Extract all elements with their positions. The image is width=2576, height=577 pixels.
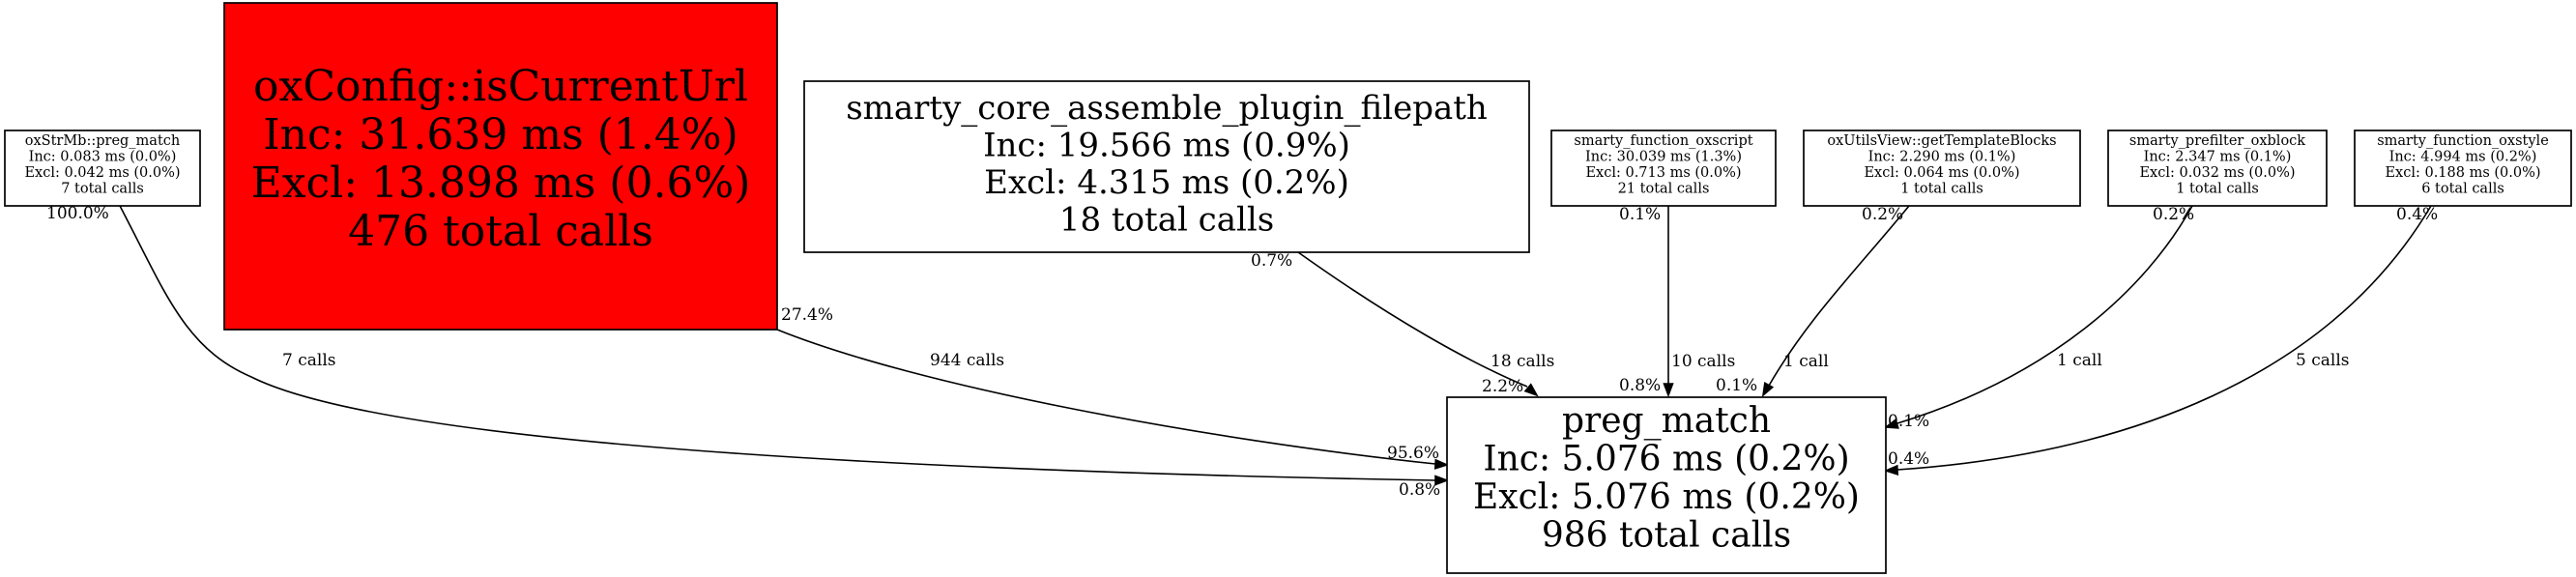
node-box bbox=[223, 2, 778, 331]
edge-oxconfig-to-preg-match: 944 calls 27.4% 95.6% bbox=[776, 305, 1450, 470]
edge-head-percent: 95.6% bbox=[1387, 444, 1439, 463]
node-stat: Excl: 0.713 ms (0.0%) bbox=[1585, 165, 1741, 181]
edge-head-percent: 0.1% bbox=[1716, 376, 1757, 395]
edge-line bbox=[1896, 205, 2432, 471]
node-stat: Excl: 0.064 ms (0.0%) bbox=[1864, 165, 2019, 181]
node-stat: Inc: 0.083 ms (0.0%) bbox=[29, 150, 177, 165]
node-title: smarty_core_assemble_plugin_filepath bbox=[846, 89, 1488, 128]
edge-tail-percent: 0.4% bbox=[2396, 205, 2438, 224]
arrowhead bbox=[1523, 383, 1539, 397]
node-title: smarty_prefilter_oxblock bbox=[2129, 133, 2305, 149]
node-title: smarty_function_oxstyle bbox=[2377, 133, 2549, 149]
node-box bbox=[4, 130, 201, 207]
node-box bbox=[1550, 130, 1777, 207]
edge-head-percent: 2.2% bbox=[1482, 377, 1523, 396]
edge-smarty-core-to-preg-match: 18 calls 0.7% 2.2% bbox=[1251, 251, 1554, 397]
edge-line bbox=[1297, 251, 1528, 388]
edge-calls-label: 1 call bbox=[2057, 351, 2102, 370]
node-title: oxStrMb::preg_match bbox=[25, 133, 181, 149]
edge-calls-label: 5 calls bbox=[2296, 351, 2349, 370]
edge-oxstyle-to-preg-match: 5 calls 0.4% 0.4% bbox=[1883, 205, 2438, 476]
edge-oxstrmb-to-preg-match: 7 calls 100.0% 0.8% bbox=[46, 204, 1450, 500]
node-stat: Inc: 30.039 ms (1.3%) bbox=[1585, 150, 1742, 165]
node-stat: 1 total calls bbox=[1900, 182, 1983, 197]
node-stat: Inc: 2.290 ms (0.1%) bbox=[1868, 150, 2016, 165]
node-stat: 6 total calls bbox=[2421, 182, 2504, 197]
edge-tail-percent: 27.4% bbox=[781, 305, 833, 325]
node-title: oxUtilsView::getTemplateBlocks bbox=[1827, 133, 2056, 149]
node-stat: Excl: 5.076 ms (0.2%) bbox=[1473, 477, 1860, 517]
node-smarty-core-assemble-plugin-filepath[interactable]: smarty_core_assemble_plugin_filepathInc:… bbox=[803, 80, 1530, 253]
arrowhead bbox=[1433, 458, 1450, 470]
edge-line bbox=[119, 205, 1436, 481]
edge-line bbox=[776, 329, 1436, 465]
arrowhead bbox=[1883, 418, 1899, 429]
node-stat: 476 total calls bbox=[348, 207, 653, 256]
node-box bbox=[1803, 130, 2081, 207]
edge-calls-label: 10 calls bbox=[1671, 352, 1735, 371]
arrowhead bbox=[1434, 475, 1450, 486]
edge-head-percent: 0.8% bbox=[1619, 376, 1661, 395]
node-stat: Inc: 2.347 ms (0.1%) bbox=[2144, 150, 2292, 165]
node-stat: Excl: 0.032 ms (0.0%) bbox=[2139, 165, 2295, 181]
edges: 7 calls 100.0% 0.8% 944 calls 27.4% 95.6% 18 c… bbox=[46, 204, 2438, 500]
edge-tail-percent: 0.7% bbox=[1251, 251, 1292, 271]
edge-tail-percent: 0.1% bbox=[1619, 205, 1661, 224]
edge-calls-label: 944 calls bbox=[930, 351, 1004, 370]
node-box bbox=[1446, 396, 1887, 574]
edge-calls-label: 1 call bbox=[1783, 352, 1829, 371]
edge-tail-percent: 100.0% bbox=[46, 204, 109, 223]
edge-oxscript-to-preg-match: 10 calls 0.1% 0.8% bbox=[1619, 205, 1735, 398]
edge-gettemplateblocks-to-preg-match: 1 call 0.2% 0.1% bbox=[1716, 205, 1910, 397]
node-title: smarty_function_oxscript bbox=[1574, 133, 1752, 149]
node-stat: 986 total calls bbox=[1542, 516, 1791, 556]
node-stat: Inc: 19.566 ms (0.9%) bbox=[983, 127, 1350, 165]
arrowhead bbox=[1883, 464, 1899, 476]
edge-line bbox=[1768, 205, 1910, 387]
node-title: oxConfig::isCurrentUrl bbox=[253, 62, 748, 111]
node-stat: Excl: 0.188 ms (0.0%) bbox=[2385, 165, 2540, 181]
node-title: preg_match bbox=[1562, 401, 1771, 441]
node-stat: Inc: 4.994 ms (0.2%) bbox=[2389, 150, 2537, 165]
node-box bbox=[803, 80, 1530, 253]
edge-head-percent: 0.8% bbox=[1399, 480, 1440, 500]
edge-calls-label: 7 calls bbox=[282, 351, 335, 370]
node-stat: 21 total calls bbox=[1618, 182, 1710, 197]
edge-head-percent: 0.4% bbox=[1888, 449, 1929, 469]
node-stat: 18 total calls bbox=[1059, 201, 1274, 240]
node-stat: Excl: 13.898 ms (0.6%) bbox=[251, 159, 751, 208]
node-stat: 7 total calls bbox=[61, 182, 144, 197]
arrowhead bbox=[1761, 382, 1775, 397]
node-stat: Excl: 4.315 ms (0.2%) bbox=[984, 163, 1349, 202]
node-stat: Excl: 0.042 ms (0.0%) bbox=[24, 165, 180, 181]
node-box bbox=[2354, 130, 2572, 207]
node-stat: Inc: 31.639 ms (1.4%) bbox=[263, 110, 738, 159]
node-stat: Inc: 5.076 ms (0.2%) bbox=[1483, 440, 1849, 479]
edge-line bbox=[1896, 205, 2193, 424]
edge-calls-label: 18 calls bbox=[1491, 352, 1554, 371]
edge-head-percent: 0.1% bbox=[1888, 412, 1929, 431]
edge-oxblock-to-preg-match: 1 call 0.2% 0.1% bbox=[1883, 205, 2194, 431]
node-stat: 1 total calls bbox=[2176, 182, 2259, 197]
node-box bbox=[2107, 130, 2328, 207]
edge-tail-percent: 0.2% bbox=[1862, 205, 1903, 224]
arrowhead bbox=[1663, 383, 1674, 398]
edge-tail-percent: 0.2% bbox=[2153, 205, 2194, 224]
